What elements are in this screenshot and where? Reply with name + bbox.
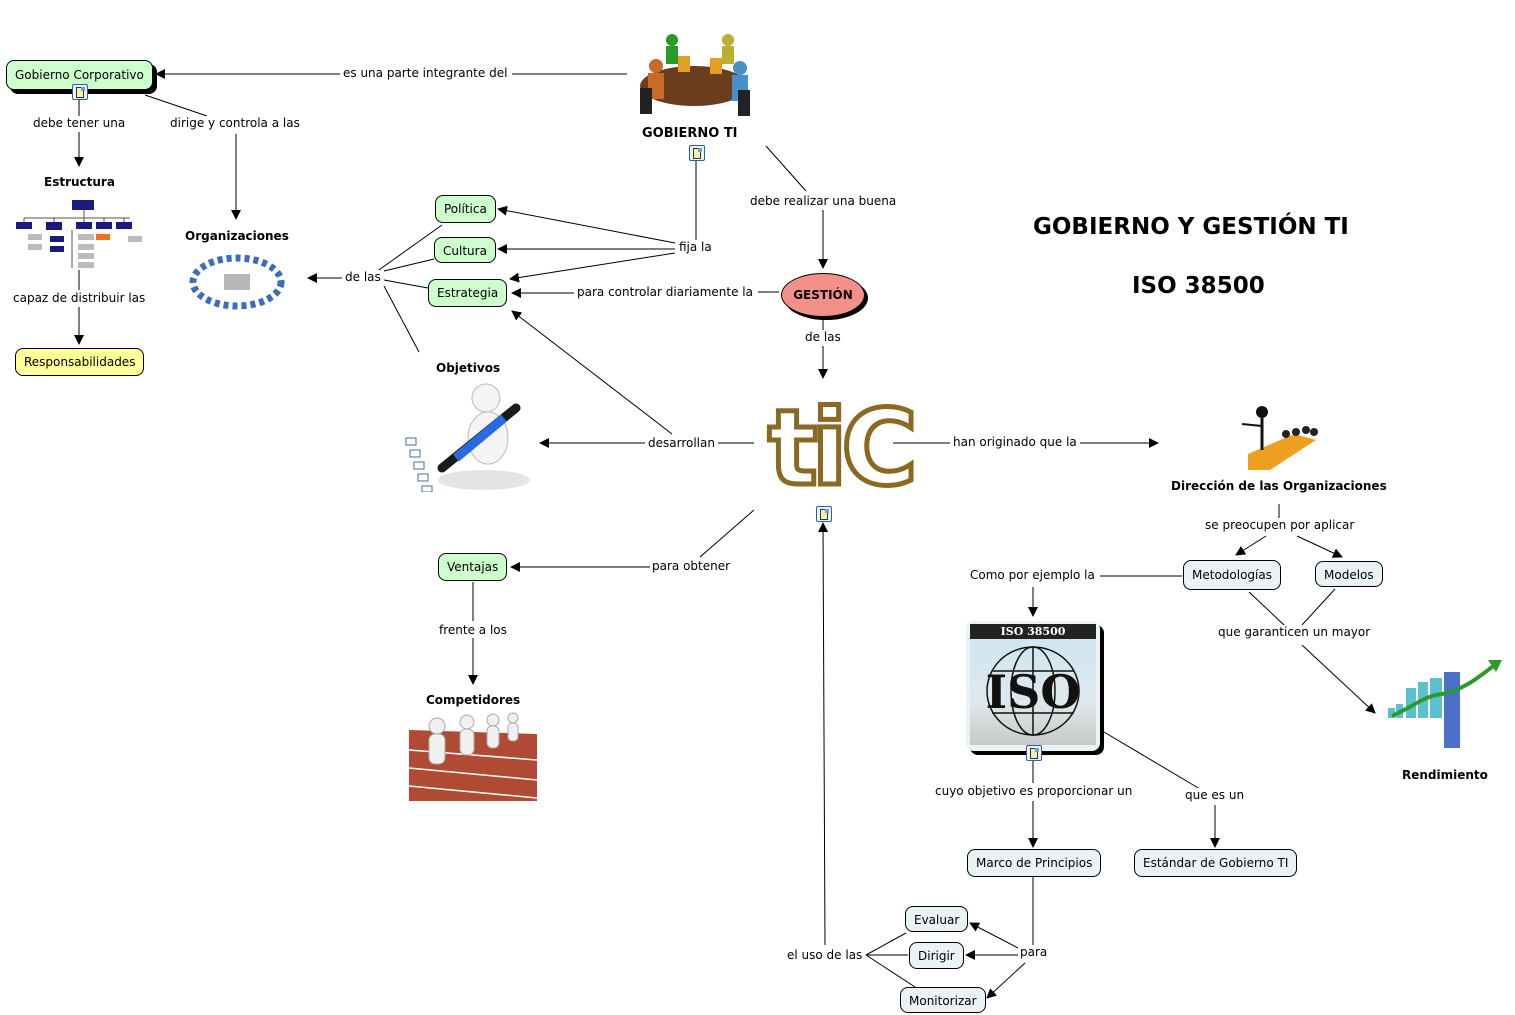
- link-cuyo-objetivo: cuyo objetivo es proporcionar un: [933, 784, 1135, 799]
- link-desarrollan: desarrollan: [646, 436, 717, 451]
- link-para: para: [1018, 945, 1050, 960]
- edge: [699, 509, 755, 558]
- link-de-las-org: de las: [343, 270, 383, 285]
- edge: [375, 224, 443, 273]
- edge: [1296, 535, 1343, 558]
- link-fija-la: fija la: [677, 240, 714, 255]
- iso-caption: ISO 38500: [970, 624, 1096, 639]
- edge: [383, 279, 429, 289]
- link-para-controlar: para controlar diariamente la: [575, 285, 755, 300]
- iso-image-bg: ISO: [970, 639, 1096, 745]
- edge: [1301, 644, 1376, 714]
- concept-objetivos: Objetivos: [436, 361, 501, 375]
- link-que-es-un: que es un: [1183, 788, 1247, 803]
- link-como-por: Como por ejemplo la: [968, 568, 1097, 583]
- map-subtitle: ISO 38500: [1132, 273, 1265, 299]
- document-icon[interactable]: [1026, 745, 1042, 761]
- edge: [865, 954, 916, 988]
- edge: [865, 932, 907, 956]
- concept-evaluar[interactable]: Evaluar: [905, 906, 969, 932]
- link-capaz: capaz de distribuir las: [11, 291, 148, 306]
- leader-arrow-image: [1241, 406, 1318, 470]
- edge: [497, 205, 676, 244]
- document-icon[interactable]: [689, 145, 705, 161]
- concept-direccion: Dirección de las Organizaciones: [1171, 479, 1387, 493]
- document-icon[interactable]: [816, 506, 832, 522]
- edge: [1301, 588, 1336, 626]
- edge: [765, 145, 807, 192]
- concept-iso-38500[interactable]: ISO 38500 ISO: [966, 621, 1100, 751]
- link-de-las-tic: de las: [803, 330, 843, 345]
- concept-tic-label: tiC: [766, 387, 921, 509]
- edge: [383, 285, 420, 353]
- link-el-uso: el uso de las: [785, 948, 865, 963]
- iso-big-text: ISO: [985, 665, 1081, 719]
- link-se-preocupen: se preocupen por aplicar: [1203, 518, 1357, 533]
- people-circle-image: [189, 254, 285, 310]
- concept-marco[interactable]: Marco de Principios: [967, 849, 1102, 877]
- link-debe-realizar: debe realizar una buena: [748, 194, 899, 209]
- edge: [818, 522, 829, 946]
- concept-gobierno-ti: GOBIERNO TI: [642, 126, 738, 141]
- concept-organizaciones: Organizaciones: [185, 229, 289, 243]
- concept-gestion[interactable]: GESTIÓN: [781, 273, 865, 317]
- concept-estructura: Estructura: [44, 175, 115, 189]
- edge: [1235, 535, 1267, 556]
- concept-politica[interactable]: Política: [435, 195, 496, 223]
- globe-icon: [986, 646, 1080, 736]
- link-frente: frente a los: [437, 623, 509, 638]
- concept-modelos[interactable]: Modelos: [1315, 561, 1383, 587]
- edge: [969, 922, 1019, 949]
- link-es-parte: es una parte integrante del: [341, 66, 510, 81]
- team-meeting-image: [640, 34, 750, 116]
- concept-estandar[interactable]: Estándar de Gobierno TI: [1134, 849, 1298, 877]
- concept-rendimiento: Rendimiento: [1402, 768, 1488, 782]
- link-que-garanticen: que garanticen un mayor: [1216, 625, 1373, 640]
- link-debe-tener: debe tener una: [31, 116, 128, 131]
- concept-responsabilidades[interactable]: Responsabilidades: [15, 348, 145, 376]
- link-han-originado: han originado que la: [951, 435, 1079, 450]
- concept-dirigir[interactable]: Dirigir: [909, 942, 964, 969]
- edge: [144, 94, 208, 117]
- map-title: GOBIERNO Y GESTIÓN TI: [1033, 214, 1349, 240]
- edge: [383, 258, 435, 272]
- concept-estrategia[interactable]: Estrategia: [428, 279, 508, 307]
- concept-gestion-label: GESTIÓN: [793, 288, 853, 302]
- edge: [1103, 731, 1201, 790]
- org-chart-image: [16, 200, 142, 268]
- concept-monitorizar[interactable]: Monitorizar: [900, 987, 986, 1013]
- concept-tic[interactable]: tiC: [766, 390, 921, 507]
- edge: [986, 962, 1026, 999]
- link-dirige: dirige y controla a las: [168, 116, 302, 131]
- concept-ventajas[interactable]: Ventajas: [438, 553, 508, 581]
- person-checklist-image: [405, 383, 530, 492]
- link-para-obtener: para obtener: [650, 559, 733, 574]
- concept-cultura[interactable]: Cultura: [434, 237, 496, 263]
- edge: [511, 310, 673, 435]
- edge: [1248, 591, 1285, 626]
- concept-metodologias[interactable]: Metodologías: [1183, 560, 1281, 590]
- runners-track-image: [409, 712, 537, 801]
- document-icon[interactable]: [72, 84, 88, 100]
- concept-competidores: Competidores: [426, 693, 521, 707]
- growth-chart-image: [1388, 660, 1502, 748]
- edge: [509, 252, 676, 283]
